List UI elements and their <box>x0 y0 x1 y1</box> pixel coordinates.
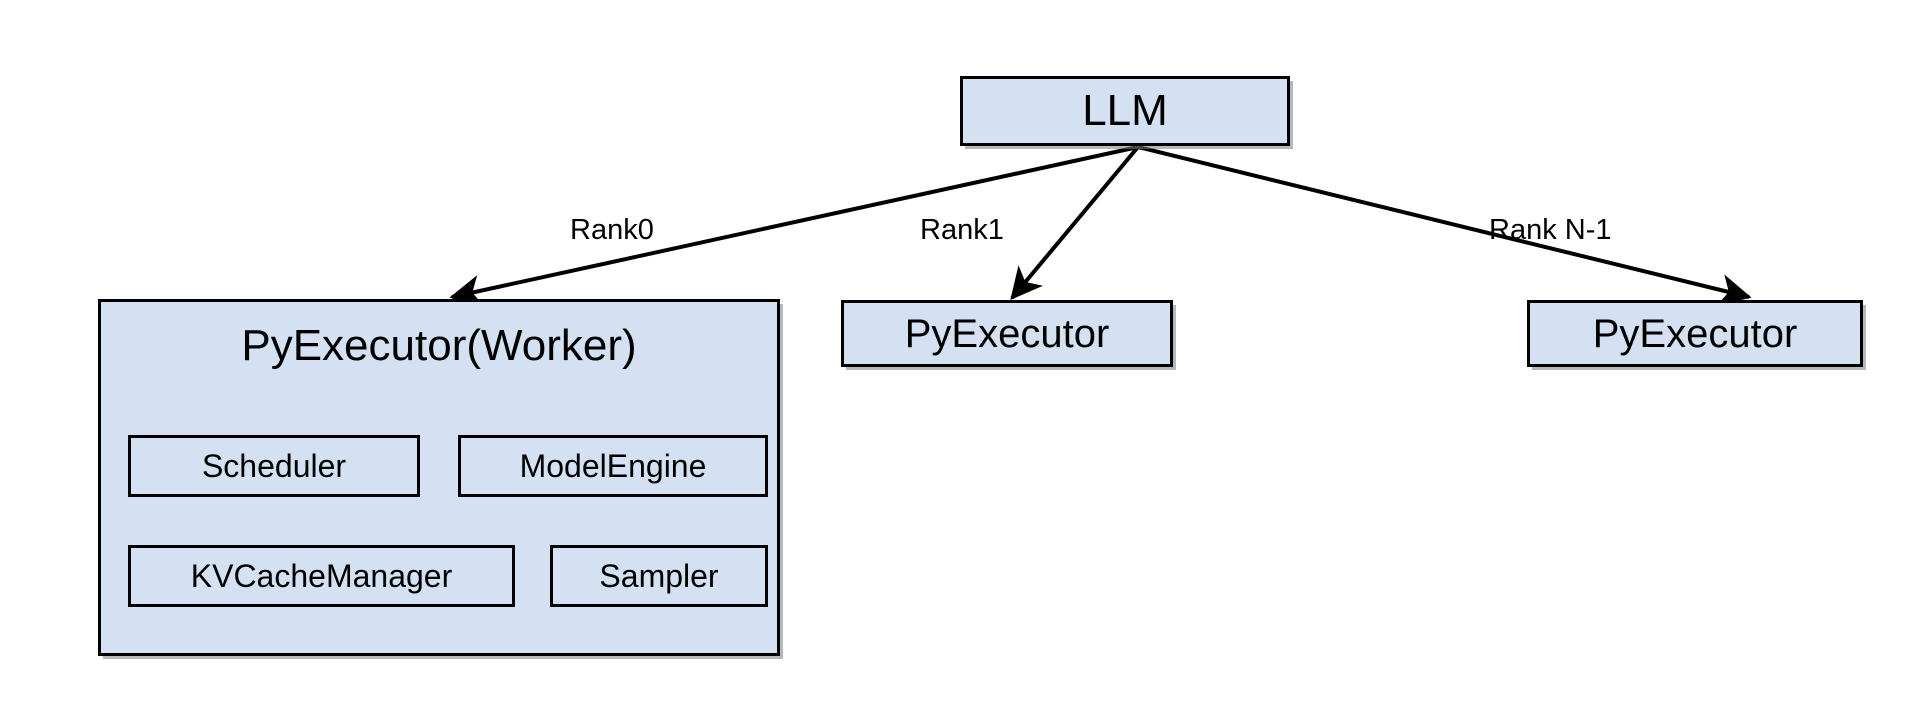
node-scheduler[interactable]: Scheduler <box>128 435 420 497</box>
edge-llm-to-pyexecutor-n <box>1137 145 1752 306</box>
node-sampler[interactable]: Sampler <box>550 545 768 607</box>
node-pyexecutor-rank1[interactable]: PyExecutor <box>841 300 1173 367</box>
edge-label-rank0: Rank0 <box>570 214 654 246</box>
node-pyexecutor-worker[interactable]: PyExecutor(Worker) Scheduler ModelEngine… <box>98 299 780 656</box>
node-pyexecutor-worker-title: PyExecutor(Worker) <box>241 321 637 370</box>
node-model-engine[interactable]: ModelEngine <box>458 435 768 497</box>
node-llm[interactable]: LLM <box>960 76 1290 146</box>
node-kv-cache-manager[interactable]: KVCacheManager <box>128 545 515 607</box>
edge-llm-to-pyexecutor-1 <box>1010 145 1140 301</box>
node-pyexecutor-rank-n-1[interactable]: PyExecutor <box>1527 300 1863 367</box>
edge-llm-to-worker <box>449 145 1139 307</box>
edge-label-rank1: Rank1 <box>920 214 1004 246</box>
edge-label-rank-n-1: Rank N-1 <box>1489 214 1612 246</box>
